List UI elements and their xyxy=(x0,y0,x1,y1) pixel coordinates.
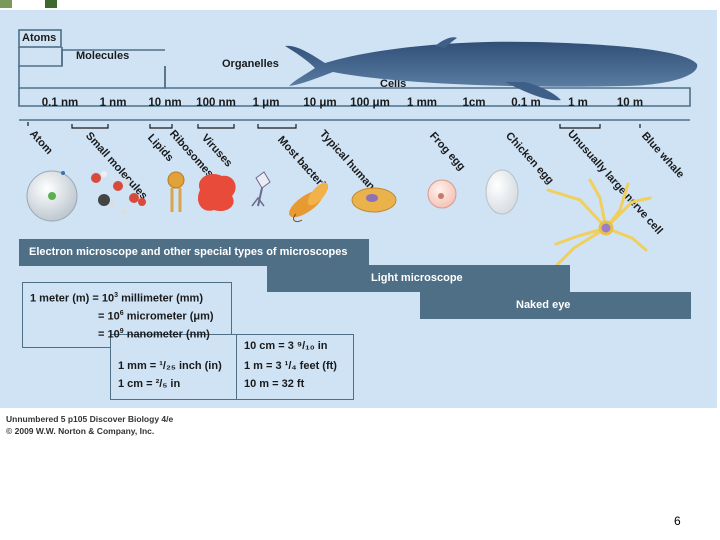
nerve-cell-icon xyxy=(542,178,652,288)
naked-eye-bar: Naked eye xyxy=(420,292,691,319)
scale-label: 0.1 m xyxy=(511,97,541,109)
level-atoms: Atoms xyxy=(22,32,57,44)
scale-label: 100 μm xyxy=(350,97,390,109)
frog-egg-icon xyxy=(427,179,457,209)
light-microscope-bar: Light microscope xyxy=(267,265,570,292)
human-cell-icon xyxy=(351,187,397,213)
scale-label: 1 mm xyxy=(406,97,438,109)
chicken-egg-icon xyxy=(485,169,519,215)
scale-label: 10 m xyxy=(616,97,644,109)
conversion-1m-feet: 1 m = 3 ¹/₄ feet (ft) xyxy=(244,360,337,372)
bacteria-icon xyxy=(288,182,329,223)
scale-label: 1cm xyxy=(462,97,486,109)
level-cells: Cells xyxy=(380,78,407,90)
conversion-meter-row-2: = 106 micrometer (μm) xyxy=(98,310,214,323)
conversion-10m-feet: 10 m = 32 ft xyxy=(244,378,305,390)
scale-label: 0.1 nm xyxy=(41,97,79,109)
level-molecules: Molecules xyxy=(76,50,130,62)
size-scale-figure: Atoms Molecules Organelles Cells 0.1 nm … xyxy=(0,10,717,436)
atom-icon xyxy=(26,170,78,222)
scale-label: 1 μm xyxy=(252,97,280,109)
conversion-mm-inch: 1 mm = ¹/₂₅ inch (in) xyxy=(118,360,222,372)
blue-whale-illustration xyxy=(285,37,698,101)
conversion-10cm-inch: 10 cm = 3 ⁹/₁₀ in xyxy=(244,340,328,352)
scale-label: 10 nm xyxy=(148,97,182,109)
scale-label: 1 nm xyxy=(99,97,127,109)
conversion-box-small xyxy=(110,334,238,400)
ribosome-icon xyxy=(197,173,236,212)
conversion-meter-row-1: 1 meter (m) = 103 millimeter (mm) xyxy=(30,292,203,305)
figure-credit: Unnumbered 5 p105 Discover Biology 4/e xyxy=(6,414,174,424)
object-brackets xyxy=(27,122,641,129)
hierarchy-lines xyxy=(18,29,691,121)
electron-microscope-bar: Electron microscope and other special ty… xyxy=(19,239,369,266)
corner-marker-left xyxy=(0,0,12,8)
copyright-notice: © 2009 W.W. Norton & Company, Inc. xyxy=(6,426,155,436)
corner-marker-right xyxy=(45,0,57,8)
conversion-meter-row-3: = 109 nanometer (nm) xyxy=(98,328,210,341)
lipid-icon xyxy=(167,171,185,212)
scale-label: 10 μm xyxy=(303,97,337,109)
objects-illustration xyxy=(26,169,652,288)
page-number: 6 xyxy=(674,514,681,528)
scale-label: 100 nm xyxy=(196,97,236,109)
conversion-cm-inch: 1 cm = ²/₅ in xyxy=(118,378,181,390)
virus-icon xyxy=(251,171,271,207)
level-organelles: Organelles xyxy=(222,58,279,70)
conversion-box-large xyxy=(236,334,354,400)
scale-label: 1 m xyxy=(568,97,588,109)
small-molecules-icon xyxy=(91,171,146,215)
